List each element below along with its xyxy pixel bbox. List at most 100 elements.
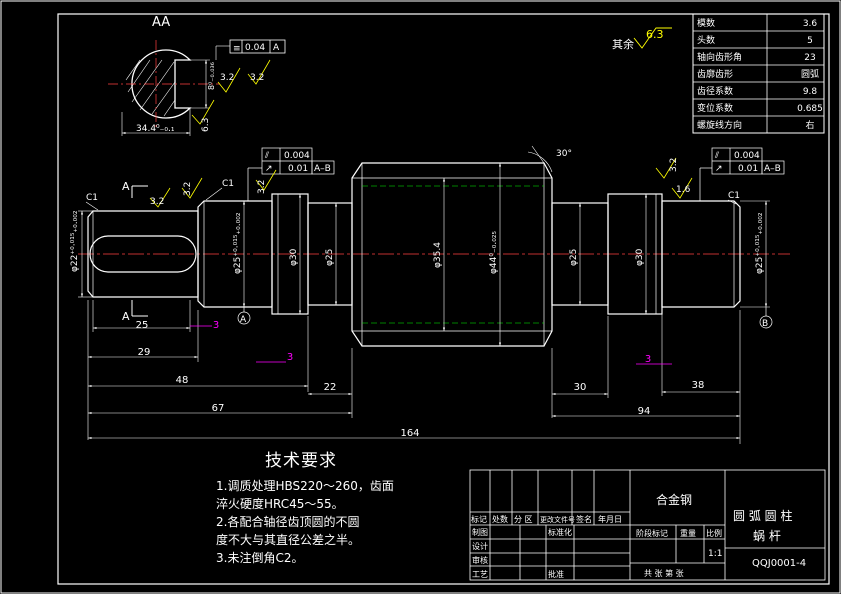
tb-scale: 1:1 xyxy=(708,549,722,559)
other-roughness-prefix: 其余 xyxy=(612,37,634,51)
mag-dim-1: 3 xyxy=(213,320,219,331)
datum-b: B xyxy=(762,319,768,329)
tb-h4: 签名 xyxy=(576,514,592,524)
rough-mark-5: 1.6 xyxy=(676,185,691,195)
param-name: 轴向齿形角 xyxy=(697,51,742,63)
tol-left-value-2: 0.01 xyxy=(288,164,308,174)
param-value: 9.8 xyxy=(803,87,818,97)
tol-right-sym-2: ↗ xyxy=(715,164,723,174)
section-sym-tol: 0.04 xyxy=(245,43,265,53)
tb-weight: 重量 xyxy=(680,528,696,538)
length-dims xyxy=(87,300,741,444)
dia-label-8: φ30 xyxy=(635,248,645,266)
param-name: 齿径系数 xyxy=(697,85,733,97)
title-block-text: 合金钢 圆 弧 圆 柱 蜗 杆 QQJ0001-4 1:1 标记 处数 分 区 … xyxy=(471,492,806,579)
datum-markers: A B xyxy=(237,307,773,329)
param-value: 右 xyxy=(805,119,814,131)
title-block xyxy=(469,469,826,581)
chamfer-2: C1 xyxy=(222,179,234,189)
dia-label-6: φ44⁰₋₀.₀₂₅ xyxy=(489,231,499,274)
dia-label-3: φ30 xyxy=(289,248,299,266)
tech-requirements: 技术要求 1.调质处理HBS220～260，齿面 淬火硬度HRC45～55。 2… xyxy=(216,446,456,567)
section-view-label: AA xyxy=(152,15,170,30)
chamfer-1: C1 xyxy=(86,193,98,203)
worm-section xyxy=(351,162,553,347)
len-67: 67 xyxy=(212,403,225,414)
section-hatch xyxy=(125,59,176,117)
section-width-dim: 34.4⁰₋₀.₁ xyxy=(136,124,175,134)
chamfer-3: C1 xyxy=(728,191,740,201)
tb-h2: 分 区 xyxy=(514,515,533,524)
param-name: 变位系数 xyxy=(697,102,733,114)
param-name: 螺旋线方向 xyxy=(697,119,742,131)
tol-frame-right: ⫽ 0.004 ↗ 0.01 A–B xyxy=(699,147,785,201)
dia-label-2: φ25⁺⁰·⁰¹⁵₊₀.₀₀₂ xyxy=(233,212,243,274)
tol-left-sym-2: ↗ xyxy=(265,164,273,174)
tb-h5: 年月日 xyxy=(598,514,622,524)
tb-h3: 更改文件号 xyxy=(540,515,575,524)
tol-right-sym-1: ⫽ xyxy=(714,151,719,161)
tol-right-value-2: 0.01 xyxy=(738,164,758,174)
other-roughness-value: 6.3 xyxy=(646,28,664,41)
dia-label-5: φ35.4 xyxy=(433,242,443,268)
tech-line-4: 度不大与其直径公差之半。 xyxy=(216,533,361,547)
tb-row-2: 审核 xyxy=(472,555,488,565)
param-value: 3.6 xyxy=(803,19,818,29)
param-value: 5 xyxy=(807,36,813,46)
param-name: 齿廓齿形 xyxy=(697,68,733,80)
param-value: 圆弧 xyxy=(801,68,819,80)
tb-material: 合金钢 xyxy=(656,492,692,507)
svg-text:≡: ≡ xyxy=(233,44,241,54)
rough-mark-3: 3.2 xyxy=(257,180,267,194)
dia-label-7: φ25 xyxy=(569,249,579,266)
tb-row-3: 工艺 xyxy=(472,570,488,579)
rough-mark-4: 3.2 xyxy=(669,158,679,172)
cut-mark-top: A xyxy=(122,180,130,193)
dia-label-4: φ25 xyxy=(325,249,335,266)
inner-border xyxy=(57,13,830,585)
tb-h1: 处数 xyxy=(492,514,508,524)
keyway-slot xyxy=(89,235,197,273)
len-key: 25 xyxy=(136,320,149,331)
length-labels: 25 29 48 67 164 22 30 38 94 3 3 3 xyxy=(136,320,705,439)
tb-part-name-2: 蜗 杆 xyxy=(753,528,781,543)
annotations: C1 C1 C1 3.2 3.2 3.2 3.2 1.6 30° xyxy=(85,145,740,211)
tol-left-sym-1: ⫽ xyxy=(264,151,269,161)
tb-std: 标准化 xyxy=(548,527,572,537)
flank-angle: 30° xyxy=(556,149,572,159)
tech-title: 技术要求 xyxy=(265,451,337,471)
tb-sheet-info: 共 张 第 张 xyxy=(644,568,684,578)
tb-part-name-1: 圆 弧 圆 柱 xyxy=(733,508,792,523)
tb-stage: 阶段标记 xyxy=(636,528,668,538)
len-38: 38 xyxy=(692,380,705,391)
section-keyway-dim: 8⁰₋₀.₀₃₆ xyxy=(207,62,216,90)
tech-line-1: 1.调质处理HBS220～260，齿面 xyxy=(216,479,394,493)
other-roughness: 其余 6.3 xyxy=(612,27,672,51)
len-30: 30 xyxy=(574,382,587,393)
section-rough-a: 3.2 xyxy=(220,73,234,83)
param-name: 头数 xyxy=(697,34,715,46)
tb-approve: 批准 xyxy=(548,569,564,579)
section-cut-markers: A A xyxy=(122,180,148,323)
len-29: 29 xyxy=(138,347,151,358)
tech-line-5: 3.未注倒角C2。 xyxy=(216,551,304,565)
section-rough-c: 6.3 xyxy=(201,118,211,132)
section-sym-ref: A xyxy=(273,43,280,53)
diameter-labels: φ22⁺⁰·⁰¹⁵₊₀.₀₀₂ φ25⁺⁰·⁰¹⁵₊₀.₀₀₂ φ30 φ25 … xyxy=(70,210,765,274)
dia-label-1: φ22⁺⁰·⁰¹⁵₊₀.₀₀₂ xyxy=(70,210,80,272)
tech-line-2: 淬火硬度HRC45～55。 xyxy=(216,497,344,511)
tol-right-value-1: 0.004 xyxy=(734,151,760,161)
tb-h0: 标记 xyxy=(471,514,487,524)
tb-drawing-no: QQJ0001-4 xyxy=(752,558,806,569)
tol-left-value-1: 0.004 xyxy=(284,151,310,161)
tb-scale-label: 比例 xyxy=(706,528,722,538)
diameter-dims xyxy=(78,163,770,346)
cut-mark-bottom: A xyxy=(122,310,130,323)
section-rough-b: 3.2 xyxy=(250,73,264,83)
len-48: 48 xyxy=(176,375,189,386)
rough-mark-2: 3.2 xyxy=(183,182,193,196)
dia-label-9: φ25⁺⁰·⁰¹⁵₊₀.₀₀₂ xyxy=(755,212,765,274)
section-view: AA 34.4⁰₋₀.₁ 8⁰₋₀.₀₃₆ ≡ 0.04 A 3.2 3.2 6… xyxy=(108,15,286,136)
